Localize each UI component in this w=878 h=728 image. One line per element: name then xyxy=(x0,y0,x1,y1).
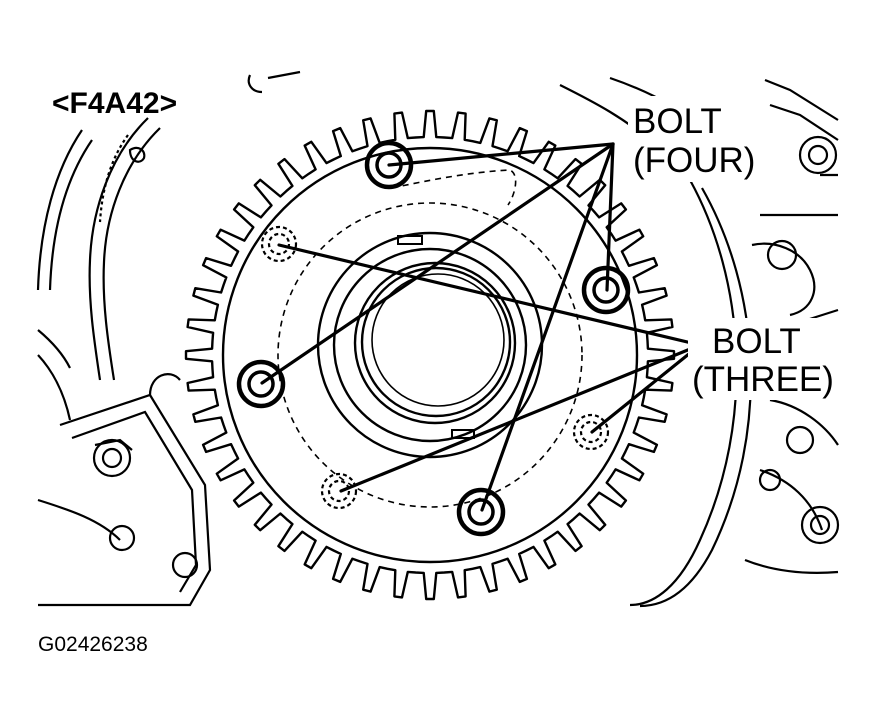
leader-lines-three xyxy=(277,243,702,493)
hub-flange xyxy=(332,247,528,443)
diagram-title: <F4A42> xyxy=(52,87,177,120)
gear-teeth xyxy=(184,109,676,601)
dashed-bolt-icon xyxy=(320,472,358,510)
left-housing xyxy=(36,70,661,607)
housing-hole-icon xyxy=(766,239,798,271)
bore-inner-lip xyxy=(371,273,505,407)
bolt-three-label-line1: BOLT xyxy=(712,322,801,361)
leader-lines-four xyxy=(260,142,615,512)
gear-outer-ring xyxy=(221,146,639,564)
bolt-three-label-line2: (THREE) xyxy=(692,360,834,399)
housing-hole-icon xyxy=(785,425,815,455)
hub-key-bottom xyxy=(451,429,475,439)
gear-inner-web xyxy=(391,169,517,206)
bore-ring xyxy=(353,261,517,425)
dashed-bolt-icon xyxy=(260,225,298,263)
bolt-icon xyxy=(236,359,286,409)
housing-hole-icon xyxy=(108,524,136,552)
hub-key-top xyxy=(397,235,423,245)
bolts-three xyxy=(260,225,610,510)
gear-bolt-circle xyxy=(277,202,583,508)
housing-hole-icon xyxy=(92,438,132,478)
bolt-icon xyxy=(456,487,506,537)
figure-code: G02426238 xyxy=(38,633,148,656)
bolt-four-label-line2: (FOUR) xyxy=(633,141,755,180)
bolt-four-label-line1: BOLT xyxy=(633,102,722,141)
ring-gear xyxy=(184,109,676,601)
housing-hole-icon xyxy=(758,468,782,492)
bore xyxy=(360,266,512,418)
right-housing xyxy=(609,76,840,608)
bolts-four xyxy=(236,140,631,537)
dashed-bolt-icon xyxy=(572,413,610,451)
housing-hole-icon xyxy=(798,135,838,175)
housing-hole-icon xyxy=(171,551,199,579)
housing-hole-icon xyxy=(800,505,840,545)
